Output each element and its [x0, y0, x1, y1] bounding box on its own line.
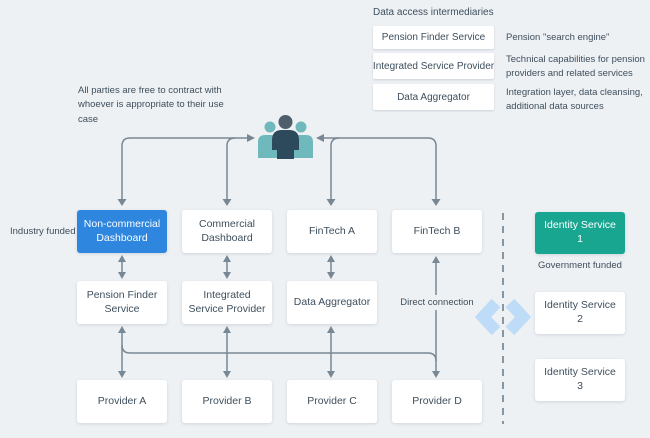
- node-pension-finder-service: Pension Finder Service: [77, 281, 167, 324]
- node-identity-service-2: Identity Service 2: [535, 292, 625, 334]
- node-data-aggregator: Data Aggregator: [287, 281, 377, 324]
- node-provider-b: Provider B: [182, 380, 272, 423]
- node-fintech-b: FinTech B: [392, 210, 482, 253]
- contract-note: All parties are free to contract with wh…: [78, 85, 224, 125]
- node-provider-c: Provider C: [287, 380, 377, 423]
- node-non-commercial-dashboard: Non-commercial Dashboard: [77, 210, 167, 253]
- legend-desc-data-aggregator: Integration layer, data cleansing, addit…: [506, 87, 643, 113]
- node-identity-service-1: Identity Service 1: [535, 212, 625, 254]
- connector-lines-bottom: [118, 326, 437, 378]
- direct-connection-label: Direct connection: [392, 295, 482, 310]
- node-provider-d: Provider D: [392, 380, 482, 423]
- node-fintech-a: FinTech A: [287, 210, 377, 253]
- legend-box-data-aggregator: Data Aggregator: [373, 84, 494, 110]
- connector-lines-middle: [118, 255, 440, 378]
- legend-desc-integrated-service-provider: Technical capabilities for pension provi…: [506, 54, 645, 80]
- users-group-icon: [258, 115, 313, 159]
- intermediaries-panel-title: Data access intermediaries: [373, 7, 494, 18]
- node-identity-service-3: Identity Service 3: [535, 359, 625, 401]
- node-commercial-dashboard: Commercial Dashboard: [182, 210, 272, 253]
- industry-funded-label: Industry funded: [10, 226, 76, 237]
- node-provider-a: Provider A: [77, 380, 167, 423]
- node-integrated-service-provider: Integrated Service Provider: [182, 281, 272, 324]
- legend-desc-pension-finder-service: Pension "search engine": [506, 32, 610, 43]
- connector-lines-top: [117, 134, 441, 206]
- legend-box-pension-finder-service: Pension Finder Service: [373, 26, 494, 49]
- government-funded-label: Government funded: [538, 260, 622, 271]
- legend-box-integrated-service-provider: Integrated Service Provider: [373, 53, 494, 79]
- exchange-chevrons-icon: [474, 298, 532, 336]
